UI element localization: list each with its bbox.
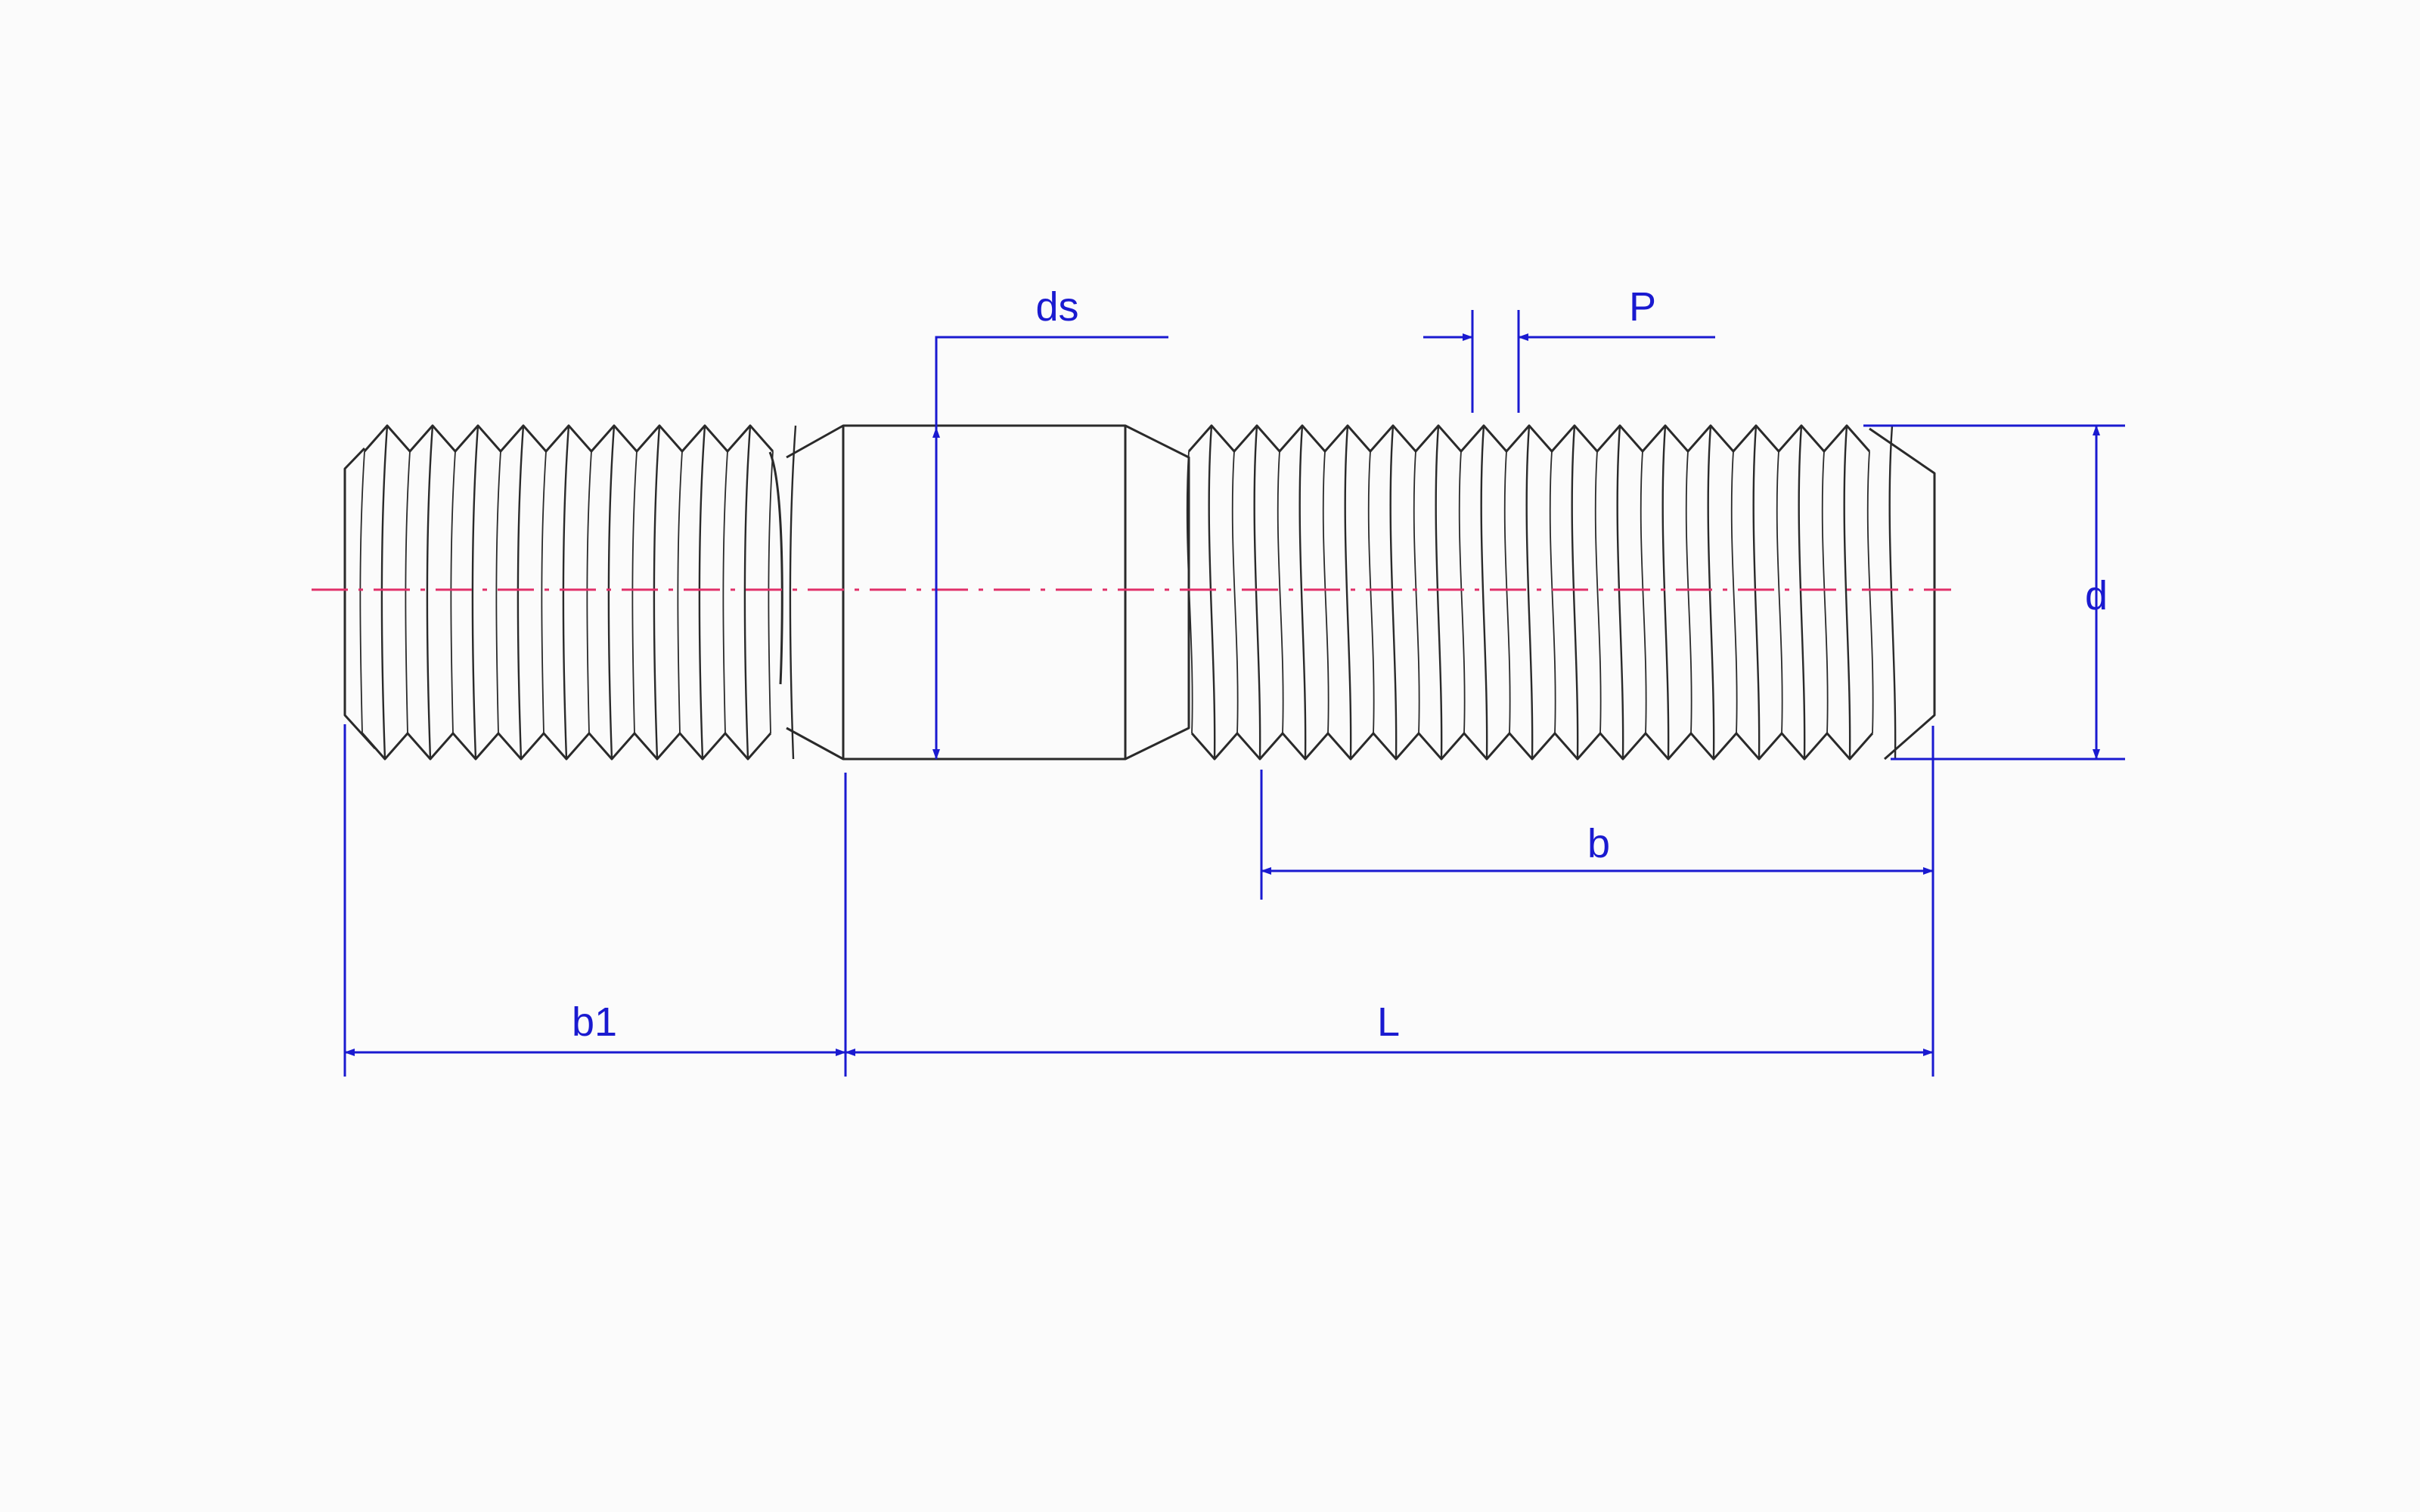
right-thread-root-line [1186,451,1193,734]
dimension-lines [343,310,2125,1077]
left-chamfer [343,447,377,750]
ds-label: ds [1035,284,1078,330]
right-thread-thread-line [1752,425,1761,760]
right-thread-thread-line [1435,425,1443,760]
left-thread-root-line [541,451,547,734]
left-thread-root-line [586,451,592,734]
right-thread-thread-line [1661,425,1670,760]
left-thread-thread-line [607,425,616,760]
p-label: P [1629,284,1656,330]
left-thread-thread-line [653,425,661,760]
right-thread-thread-line [1707,425,1715,760]
left-thread-root-line [631,451,638,734]
right-thread-root-line [1367,451,1375,734]
left-thread-root-line [450,451,456,734]
right-thread-root-line [1730,451,1738,734]
left-thread-thread-line [562,425,570,760]
right-thread-thread-line [1208,425,1216,760]
left-thread-root-line [768,451,774,734]
left-thread-thread-line [380,425,389,760]
right-thread-root-line [1413,451,1420,734]
right-thread-root-line [1322,451,1329,734]
left-thread-thread-line [517,425,525,760]
right-thread-thread-line [1389,425,1398,760]
right-thread-thread-line [1344,425,1352,760]
left-thread-thread-line [698,425,706,760]
b1-label: b1 [572,999,617,1045]
right-thread-thread-line [1616,425,1624,760]
left-thread-thread-line [426,425,434,760]
right-thread-root-line [1458,451,1466,734]
right-thread-thread-line [1843,425,1851,760]
right-thread-thread-line [1798,425,1806,760]
right-thread-root-line [1866,451,1874,734]
right-thread-thread-line [1571,425,1579,760]
left-thread-thread-line [789,425,797,760]
right-thread-root-line [1776,451,1783,734]
right-thread-thread-line [1298,425,1307,760]
left-thread-root-line [495,451,501,734]
b-label: b [1587,821,1610,866]
stud-outline [343,424,1936,761]
right-thread-root-line [1821,451,1829,734]
ds-leader [935,336,1168,759]
right-chamfer [1869,427,1936,761]
right-thread-thread-line [1888,425,1897,760]
right-thread-root-line [1277,451,1284,734]
left-thread-root-line [405,451,411,734]
left-thread-thread-line [471,425,479,760]
left-thread-runout [768,451,783,685]
right-thread-root-line [1640,451,1647,734]
d-label: d [2085,573,2108,618]
left-thread-thread-line [743,425,752,760]
shank-outline [786,424,1190,761]
l-label: L [1377,999,1400,1045]
left-thread-root-line [677,451,683,734]
right-thread-root-line [1549,451,1556,734]
left-thread-root-line [359,451,365,734]
right-thread-root-line [1503,451,1511,734]
right-thread-root-line [1231,451,1239,734]
right-thread-root-line [1594,451,1602,734]
left-thread-root-line [722,451,728,734]
right-thread-thread-line [1525,425,1534,760]
right-thread-thread-line [1253,425,1261,760]
right-thread-root-line [1685,451,1692,734]
right-thread-thread-line [1480,425,1488,760]
